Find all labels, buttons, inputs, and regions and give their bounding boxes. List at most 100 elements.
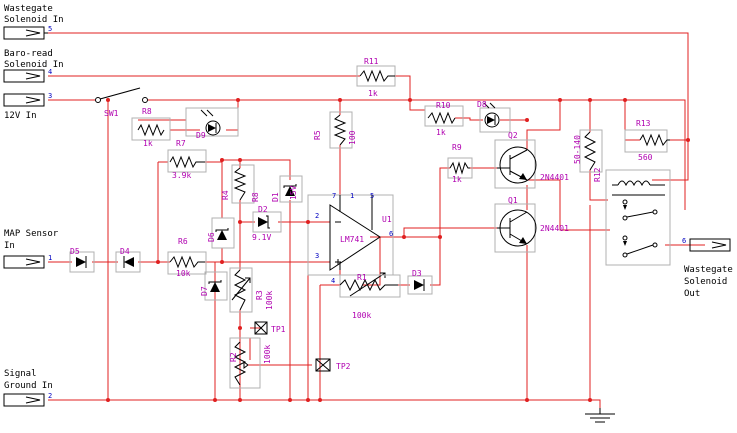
r11-ref: R11 xyxy=(364,57,379,66)
r6-value: 10k xyxy=(176,269,191,278)
resistor-r4 xyxy=(231,164,255,204)
pin-2-label: 2 xyxy=(48,392,52,400)
diode-d7 xyxy=(204,271,228,301)
r4-ref: R4 xyxy=(221,190,230,200)
resistor-r11 xyxy=(356,65,396,87)
resistor-r5 xyxy=(329,111,353,149)
q2-ref: Q2 xyxy=(508,131,518,140)
u1-pin-3: 3 xyxy=(315,252,319,260)
r3-value: 100k xyxy=(265,291,274,310)
diode-d1 xyxy=(279,175,303,203)
pin-3-label: 3 xyxy=(48,92,52,100)
pin-5-label: 5 xyxy=(48,25,52,33)
u1-pin-1: 1 xyxy=(350,192,354,200)
r12-value: 50-140 xyxy=(573,135,582,164)
r8-ref: R8 xyxy=(142,107,152,116)
d2-value: 9.1V xyxy=(252,233,271,242)
pot-r2 xyxy=(229,337,261,389)
d7-ref: D7 xyxy=(200,286,209,296)
r13-value: 560 xyxy=(638,153,653,162)
r9-value: 1k xyxy=(452,175,462,184)
wastegate-out-label-1: Wastegate xyxy=(684,265,733,275)
sw1-ref: SW1 xyxy=(104,109,119,118)
u1-pin-2: 2 xyxy=(315,212,319,220)
r2-ref: R2 xyxy=(229,352,238,362)
connector-baro xyxy=(3,69,45,83)
d5-ref: D5 xyxy=(70,247,80,256)
diode-d2 xyxy=(252,211,282,233)
diode-d4 xyxy=(115,251,141,273)
pin-6-label: 6 xyxy=(682,237,686,245)
r2-value: 100k xyxy=(263,345,272,364)
junctions xyxy=(106,98,690,402)
r7-value: 3.9k xyxy=(172,171,191,180)
u1-ref: U1 xyxy=(382,215,392,224)
testpoint-tp2 xyxy=(315,358,331,372)
opamp-u1 xyxy=(307,194,394,276)
transistor-q1 xyxy=(494,203,537,253)
q1-ref: Q1 xyxy=(508,196,518,205)
ground-label-2: Ground In xyxy=(4,381,53,391)
v12-label: 12V In xyxy=(4,111,37,121)
q2-value: 2N4401 xyxy=(540,173,569,182)
map-label-2: In xyxy=(4,241,15,251)
d2-ref: D2 xyxy=(258,205,268,214)
u1-pin-4: 4 xyxy=(331,277,335,285)
d3-ref: D3 xyxy=(412,269,422,278)
connector-12v xyxy=(3,93,45,107)
d9-ref: D9 xyxy=(196,131,206,140)
baro-label-1: Baro-read xyxy=(4,49,53,59)
baro-label-2: Solenoid In xyxy=(4,60,64,70)
tp1-ref: TP1 xyxy=(271,325,286,334)
r6-ref: R6 xyxy=(178,237,188,246)
q1-value: 2N4401 xyxy=(540,224,569,233)
r11-value: 1k xyxy=(368,89,378,98)
connector-wastegate-in xyxy=(3,26,48,40)
diode-d6 xyxy=(211,217,235,249)
connector-wastegate-out xyxy=(689,238,731,252)
diode-d5 xyxy=(69,251,95,273)
r3-ref: R3 xyxy=(255,290,264,300)
r5-ref: R5 xyxy=(313,130,322,140)
u1-value: LM741 xyxy=(340,235,364,244)
connector-map xyxy=(3,255,45,269)
connector-labels: Wastegate Solenoid In 5 Baro-read Soleno… xyxy=(4,4,733,400)
u1-pin-6: 6 xyxy=(389,230,393,238)
resistor-r10 xyxy=(424,105,464,127)
r12-ref: R12 xyxy=(593,167,602,182)
d6-ref: D6 xyxy=(207,232,216,242)
d1-ref: D1 xyxy=(271,192,280,202)
r10-ref: R10 xyxy=(436,101,451,110)
pot-r3 xyxy=(229,267,253,313)
r8-value: 1k xyxy=(143,139,153,148)
tp2-ref: TP2 xyxy=(336,362,351,371)
led-d9 xyxy=(185,107,239,137)
d4-ref: D4 xyxy=(120,247,130,256)
r1-value: 100k xyxy=(352,311,371,320)
resistor-r9 xyxy=(447,157,473,179)
relay xyxy=(605,169,671,266)
pin-4-label: 4 xyxy=(48,68,52,76)
wastegate-in-label-1: Wastegate xyxy=(4,4,53,14)
r9-ref: R9 xyxy=(452,143,462,152)
connector-ground xyxy=(3,393,45,407)
switch-sw1 xyxy=(95,87,148,103)
transistor-q2 xyxy=(494,139,537,189)
d1-value: 15V xyxy=(289,185,298,200)
resistor-r13 xyxy=(624,129,670,153)
resistor-r6 xyxy=(167,251,207,275)
r1-ref: R1 xyxy=(357,273,367,282)
pin-1-label: 1 xyxy=(48,254,52,262)
r8b-ref: R8 xyxy=(251,192,260,202)
r10-value: 1k xyxy=(436,128,446,137)
diode-d3 xyxy=(407,275,433,295)
testpoint-tp1 xyxy=(254,321,268,335)
map-label-1: MAP Sensor xyxy=(4,229,59,239)
wastegate-in-label-2: Solenoid In xyxy=(4,15,64,25)
resistor-r12 xyxy=(579,129,603,173)
resistor-r7 xyxy=(167,149,207,173)
part-labels: SW1 R8 1k R7 3.9k D9 R11 1k R10 1k D8 R5… xyxy=(70,57,653,371)
wastegate-out-label-2: Solenoid xyxy=(684,277,727,287)
